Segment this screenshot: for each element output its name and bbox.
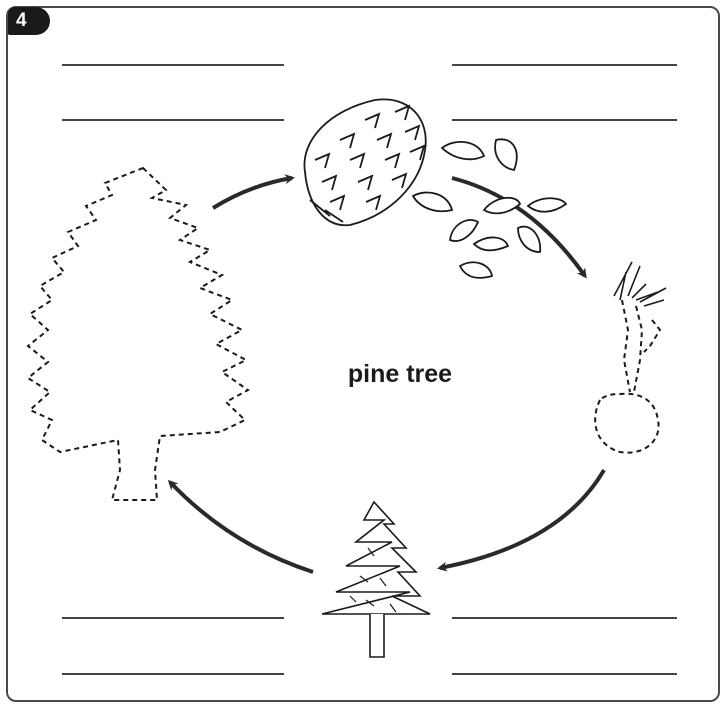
- pine-seeds-icon: [413, 139, 566, 278]
- young-pine-tree-icon: [322, 502, 430, 657]
- pine-cone-icon: [304, 99, 425, 225]
- arrow-tree-to-cone: [213, 178, 292, 208]
- diagram-title: pine tree: [300, 360, 500, 389]
- mature-pine-tree-outline-icon: [28, 168, 248, 500]
- seedling-icon: [595, 262, 666, 453]
- arrow-seedling-to-young-tree: [440, 470, 604, 568]
- arrow-young-tree-to-mature: [170, 482, 313, 572]
